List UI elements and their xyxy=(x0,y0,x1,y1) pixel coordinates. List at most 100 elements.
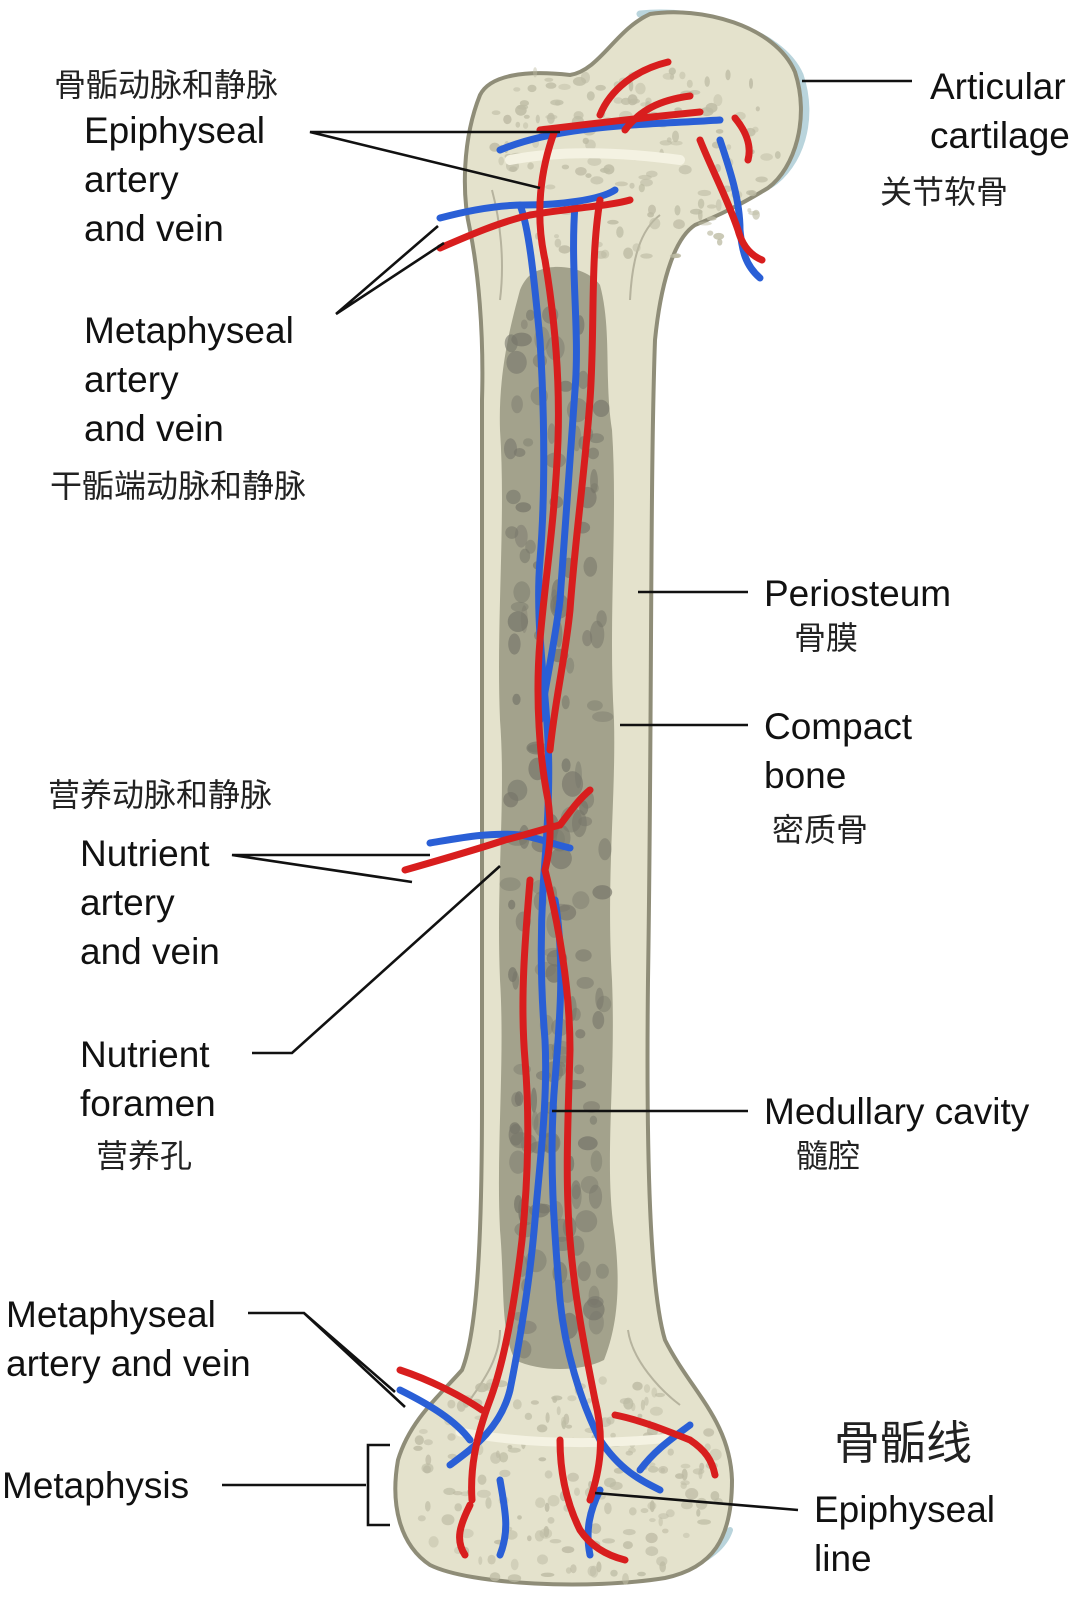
spongy-pore xyxy=(599,167,611,173)
spongy-pore xyxy=(704,76,710,87)
spongy-pore xyxy=(669,253,680,259)
spongy-pore xyxy=(549,1539,562,1544)
spongy-pore xyxy=(537,1554,548,1565)
trabecula xyxy=(577,370,589,390)
trabecula xyxy=(515,502,532,513)
spongy-pore xyxy=(544,1502,550,1513)
spongy-pore xyxy=(587,156,602,166)
spongy-pore xyxy=(561,164,570,170)
spongy-pore xyxy=(498,1452,509,1463)
trabecula xyxy=(578,816,593,827)
spongy-pore xyxy=(669,74,675,80)
spongy-pore xyxy=(665,1509,675,1518)
trabecula xyxy=(504,334,518,353)
label-line: bone xyxy=(764,755,847,796)
spongy-pore xyxy=(476,1489,491,1498)
label-line: Compact xyxy=(764,706,913,747)
spongy-pore xyxy=(513,87,521,92)
trabecula xyxy=(589,620,605,649)
spongy-pore xyxy=(567,1395,577,1402)
spongy-pore xyxy=(590,1523,602,1534)
spongy-pore xyxy=(705,102,718,113)
spongy-pore xyxy=(507,1447,521,1453)
trabecula xyxy=(513,581,531,603)
trabecula xyxy=(575,1029,586,1039)
spongy-pore xyxy=(643,1384,651,1393)
trabecula xyxy=(531,1111,539,1131)
spongy-pore xyxy=(602,1538,615,1544)
spongy-pore xyxy=(726,144,732,150)
trabecula xyxy=(499,877,521,891)
trabecula xyxy=(506,489,521,505)
spongy-pore xyxy=(678,165,692,175)
spongy-pore xyxy=(580,71,591,84)
spongy-pore xyxy=(644,1396,649,1406)
trabecula xyxy=(577,1136,598,1151)
spongy-pore xyxy=(425,1501,431,1512)
spongy-pore xyxy=(510,1558,519,1571)
spongy-pore xyxy=(536,1424,548,1433)
label-line: and vein xyxy=(80,931,220,972)
trabecula xyxy=(575,949,592,962)
leader-metaphyseal-bottom xyxy=(248,1311,406,1408)
spongy-pore xyxy=(512,1399,522,1410)
spongy-pore xyxy=(717,238,723,246)
spongy-pore xyxy=(491,110,501,115)
articular-cartilage-zh-label: 关节软骨 xyxy=(880,173,1009,211)
trabecula xyxy=(592,399,610,417)
spongy-pore xyxy=(487,1554,496,1565)
spongy-pore xyxy=(423,1465,431,1474)
medullary-cavity-zh-label: 髓腔 xyxy=(796,1137,861,1175)
spongy-pore xyxy=(627,94,638,106)
trabecula xyxy=(571,1184,582,1209)
spongy-pore xyxy=(628,1447,636,1453)
spongy-pore xyxy=(697,1519,711,1525)
trabecula xyxy=(587,447,599,460)
metaphysis-label: Metaphysis xyxy=(2,1465,190,1506)
label-line: artery xyxy=(80,882,175,923)
spongy-pore xyxy=(680,1480,690,1486)
spongy-pore xyxy=(670,140,683,146)
label-line: Nutrient xyxy=(80,1034,210,1075)
spongy-pore xyxy=(596,1561,602,1573)
trabecula xyxy=(590,1150,603,1172)
spongy-pore xyxy=(423,1439,433,1446)
spongy-pore xyxy=(517,1515,522,1520)
spongy-pore xyxy=(625,1450,633,1456)
trabecula xyxy=(580,1176,599,1194)
spongy-pore xyxy=(631,1402,636,1412)
metaphyseal-vessels-zh-label: 干骺端动脉和静脉 xyxy=(50,467,307,505)
trabecula xyxy=(572,891,590,910)
label-line: Nutrient xyxy=(80,833,210,874)
spongy-pore xyxy=(574,1487,580,1497)
label-line: Metaphyseal xyxy=(6,1294,216,1335)
spongy-pore xyxy=(640,1399,646,1411)
spongy-pore xyxy=(649,1406,663,1416)
trabecula xyxy=(511,1092,522,1107)
spongy-pore xyxy=(554,238,562,248)
trabecula xyxy=(589,1115,598,1125)
leader-metaphyseal-top xyxy=(335,225,445,316)
spongy-pore xyxy=(485,1497,492,1509)
spongy-pore xyxy=(585,139,596,151)
label-line: Epiphyseal xyxy=(814,1489,996,1530)
label-line: artery xyxy=(84,159,179,200)
label-line: and vein xyxy=(84,208,224,249)
spongy-pore xyxy=(637,1413,643,1419)
spongy-pore xyxy=(489,1572,501,1582)
spongy-pore xyxy=(774,151,781,159)
spongy-pore xyxy=(679,71,686,80)
trabecula xyxy=(571,1007,581,1021)
spongy-pore xyxy=(425,1454,432,1466)
epiphyseal-line-top xyxy=(505,148,685,165)
spongy-pore xyxy=(598,1376,607,1385)
spongy-pore xyxy=(545,1412,550,1423)
spongy-pore xyxy=(551,1395,563,1401)
spongy-pore xyxy=(545,82,557,89)
label-line: artery xyxy=(84,359,179,400)
spongy-pore xyxy=(524,1412,533,1420)
spongy-pore xyxy=(662,72,675,80)
trabecula xyxy=(558,380,573,392)
trabecula xyxy=(520,605,528,634)
